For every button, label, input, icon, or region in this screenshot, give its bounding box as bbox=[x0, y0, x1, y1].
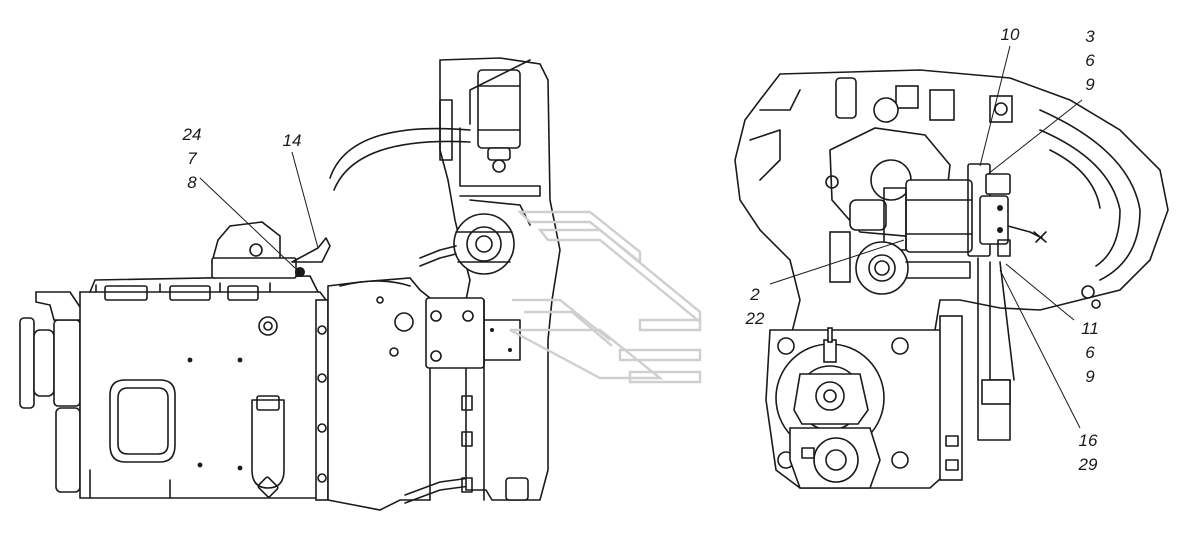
callout-2-22: 2 22 bbox=[745, 285, 765, 328]
callout-label: 9 bbox=[1085, 75, 1095, 94]
callout-label: 6 bbox=[1085, 51, 1095, 70]
callout-label: 14 bbox=[283, 131, 302, 150]
callout-14: 14 bbox=[283, 131, 302, 150]
gearbox-side-view bbox=[19, 57, 561, 511]
callout-10: 10 bbox=[1001, 25, 1020, 44]
callout-24-7-8: 24 7 8 bbox=[182, 125, 202, 192]
callout-label: 10 bbox=[1001, 25, 1020, 44]
leader-lines bbox=[199, 45, 1083, 429]
callout-16-29: 16 29 bbox=[1078, 431, 1098, 474]
callout-label: 3 bbox=[1085, 27, 1095, 46]
callout-label: 2 bbox=[749, 285, 760, 304]
callout-3-6-9: 3 6 9 bbox=[1085, 27, 1095, 94]
callout-label: 22 bbox=[745, 309, 765, 328]
callout-label: 29 bbox=[1078, 455, 1098, 474]
callout-label: 11 bbox=[1081, 319, 1099, 338]
callout-label: 8 bbox=[187, 173, 197, 192]
callout-label: 9 bbox=[1085, 367, 1095, 386]
callout-label: 7 bbox=[187, 149, 197, 168]
callout-label: 24 bbox=[182, 125, 202, 144]
watermark-logo bbox=[509, 210, 702, 384]
callout-11-6-9: 11 6 9 bbox=[1081, 319, 1099, 386]
callout-label: 6 bbox=[1085, 343, 1095, 362]
callout-label: 16 bbox=[1079, 431, 1098, 450]
rear-detail-view bbox=[734, 69, 1169, 489]
